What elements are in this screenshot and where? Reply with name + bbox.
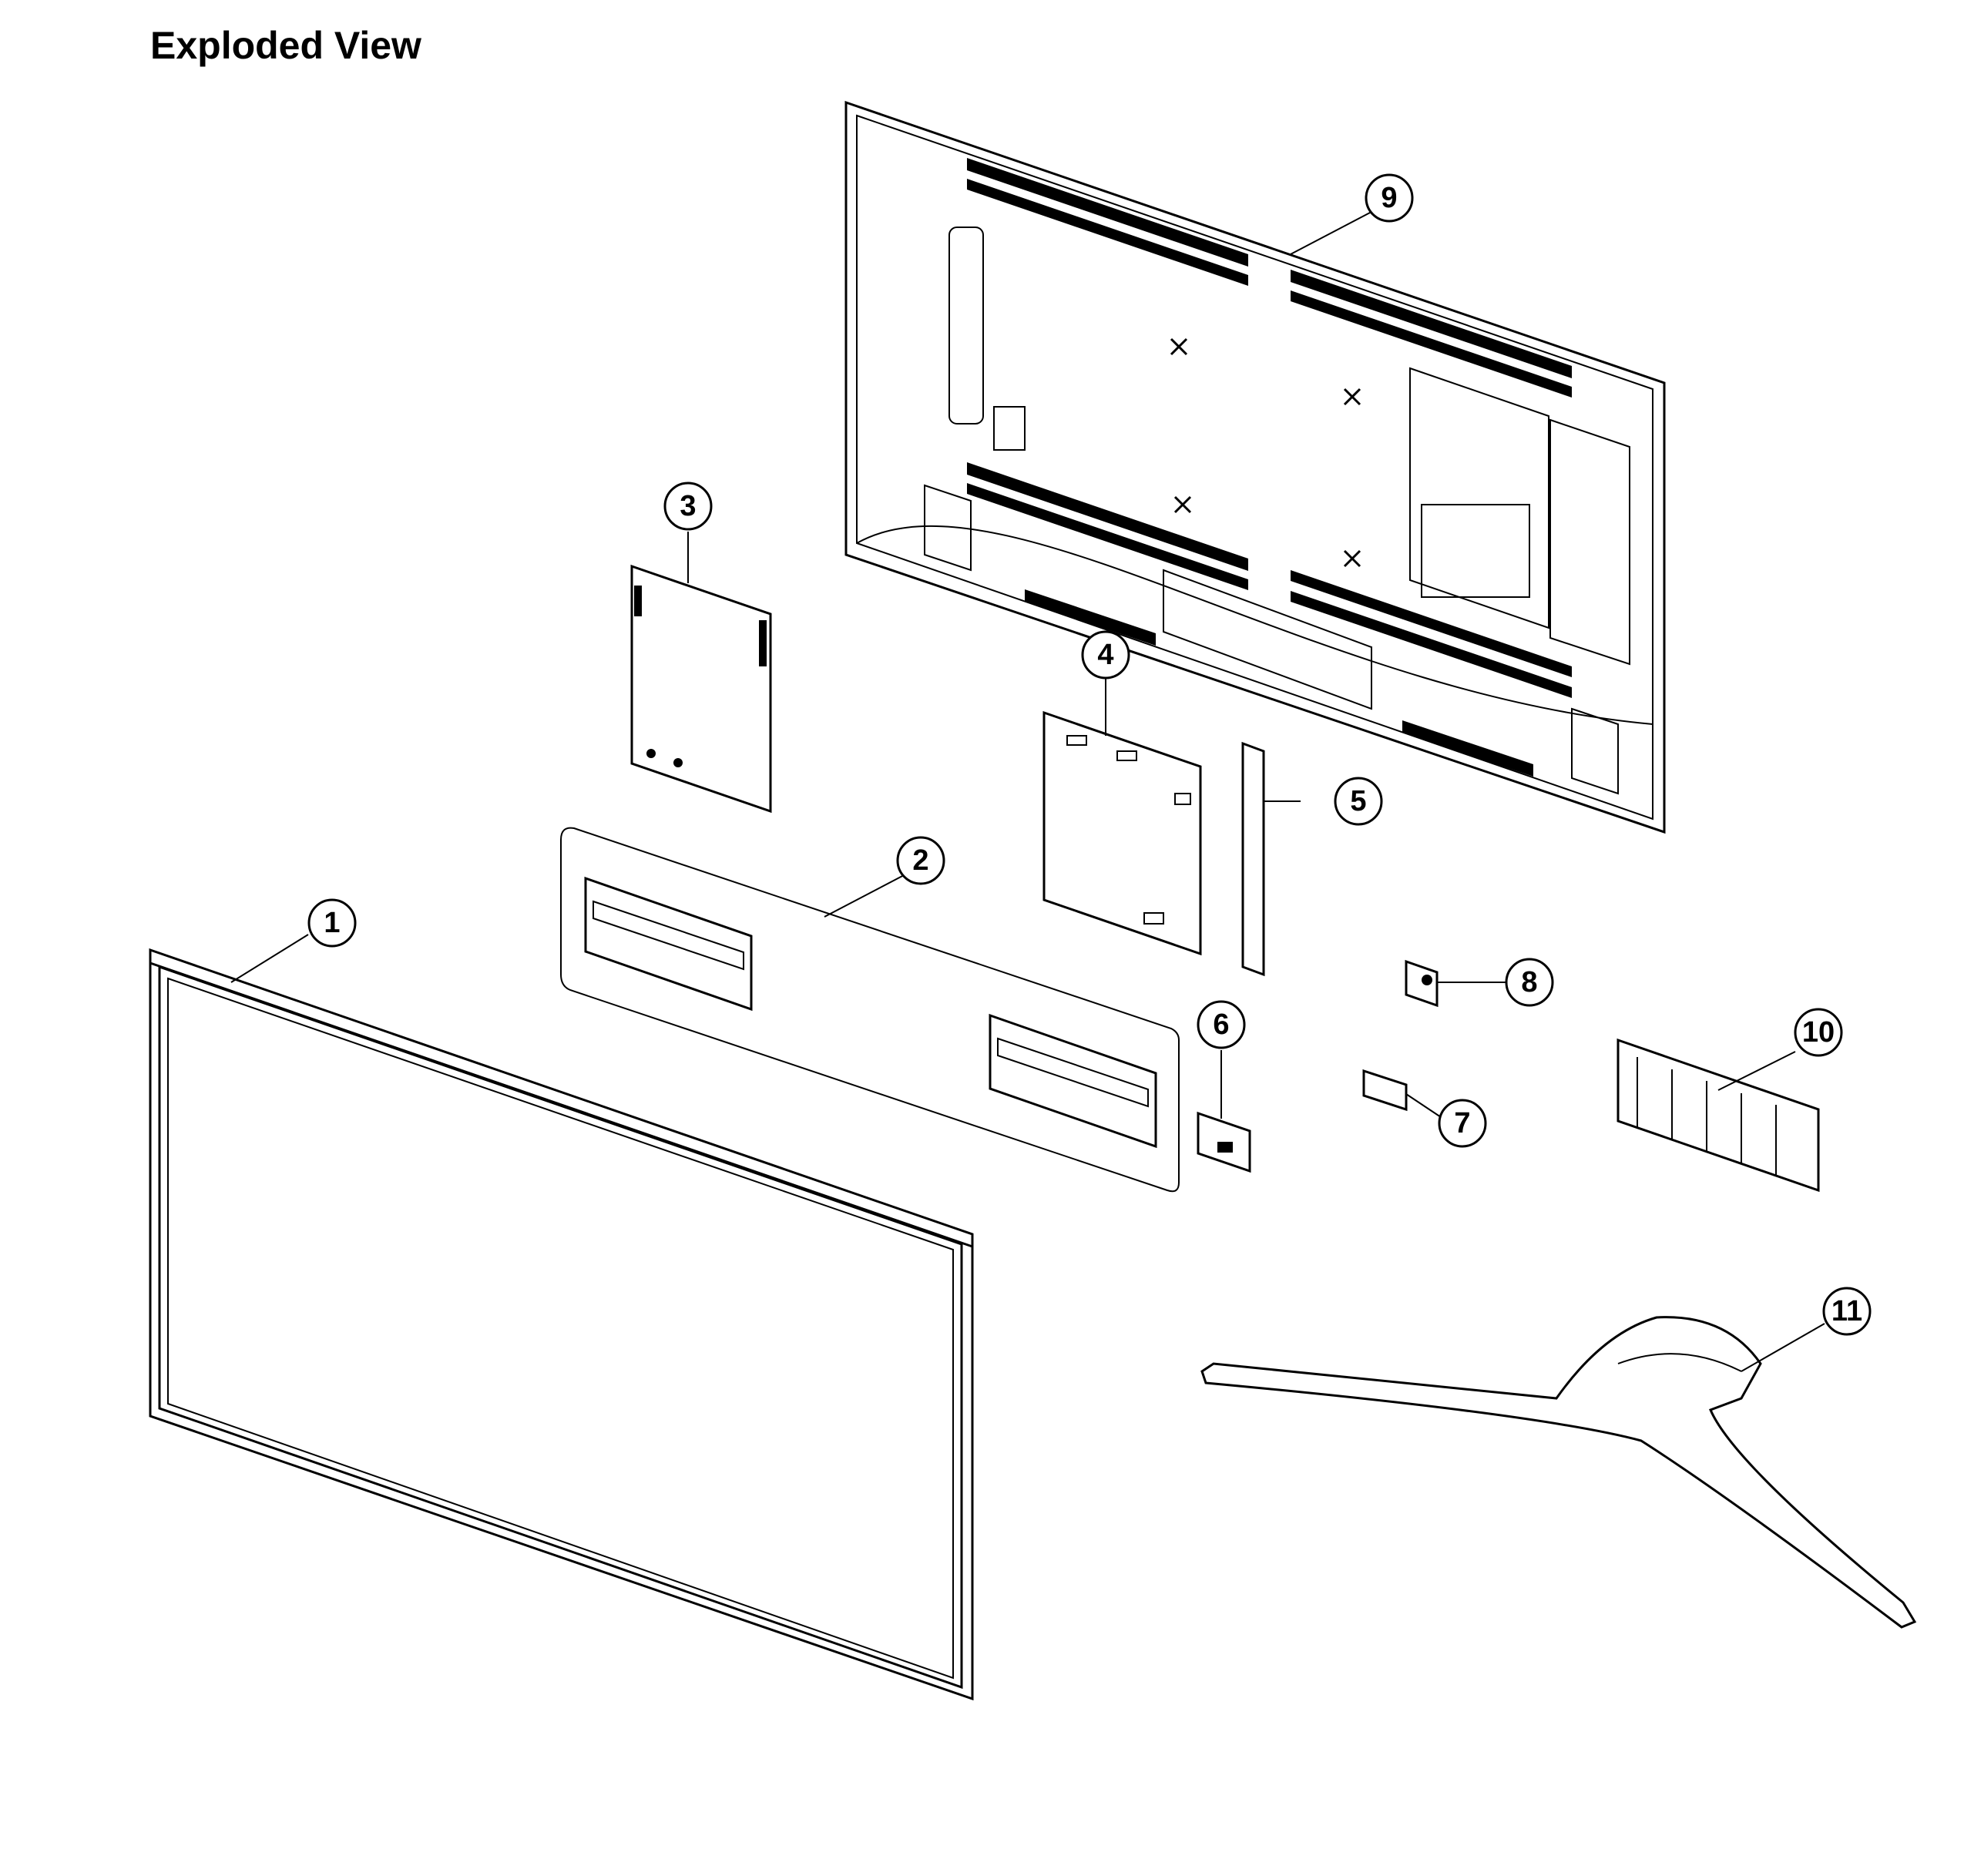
leader-10 (1717, 1051, 1796, 1091)
callout-label: 3 (680, 490, 696, 522)
callout-3: 3 (663, 482, 713, 531)
callout-label: 4 (1097, 639, 1113, 671)
part-bracket-5 (1241, 741, 1265, 977)
callout-label: 9 (1381, 182, 1397, 214)
callout-4: 4 (1081, 630, 1130, 680)
part-7 (1362, 1069, 1408, 1112)
callout-label: 5 (1350, 785, 1366, 817)
part-10 (1617, 1038, 1820, 1193)
part-stand (1200, 1316, 1917, 1629)
callout-6: 6 (1197, 1000, 1246, 1049)
callout-11: 11 (1822, 1287, 1872, 1336)
callout-9: 9 (1365, 173, 1414, 223)
callout-label: 6 (1213, 1008, 1229, 1041)
callout-label: 11 (1831, 1295, 1862, 1327)
part-board-3 (630, 564, 772, 814)
callout-10: 10 (1794, 1008, 1843, 1057)
part-rear-cover (844, 100, 1666, 834)
leader-1 (230, 934, 309, 983)
part-6 (1197, 1111, 1251, 1173)
callout-label: 7 (1454, 1107, 1470, 1139)
leader-7 (1405, 1093, 1442, 1118)
callout-label: 2 (912, 844, 928, 877)
part-8 (1405, 959, 1439, 1008)
callout-5: 5 (1334, 777, 1383, 826)
leader-2 (824, 874, 906, 918)
part-front-panel (149, 948, 974, 1701)
callout-7: 7 (1438, 1099, 1487, 1148)
part-main-board (1042, 710, 1202, 956)
callout-2: 2 (896, 836, 945, 885)
callout-label: 10 (1802, 1016, 1835, 1049)
callout-1: 1 (307, 898, 357, 948)
leader-9 (1290, 211, 1372, 255)
part-speakers (560, 827, 1180, 1193)
callout-8: 8 (1505, 958, 1554, 1007)
callout-label: 1 (324, 907, 340, 939)
callout-label: 8 (1521, 966, 1537, 998)
page-title: Exploded View (150, 24, 421, 67)
leader-11 (1741, 1323, 1825, 1372)
